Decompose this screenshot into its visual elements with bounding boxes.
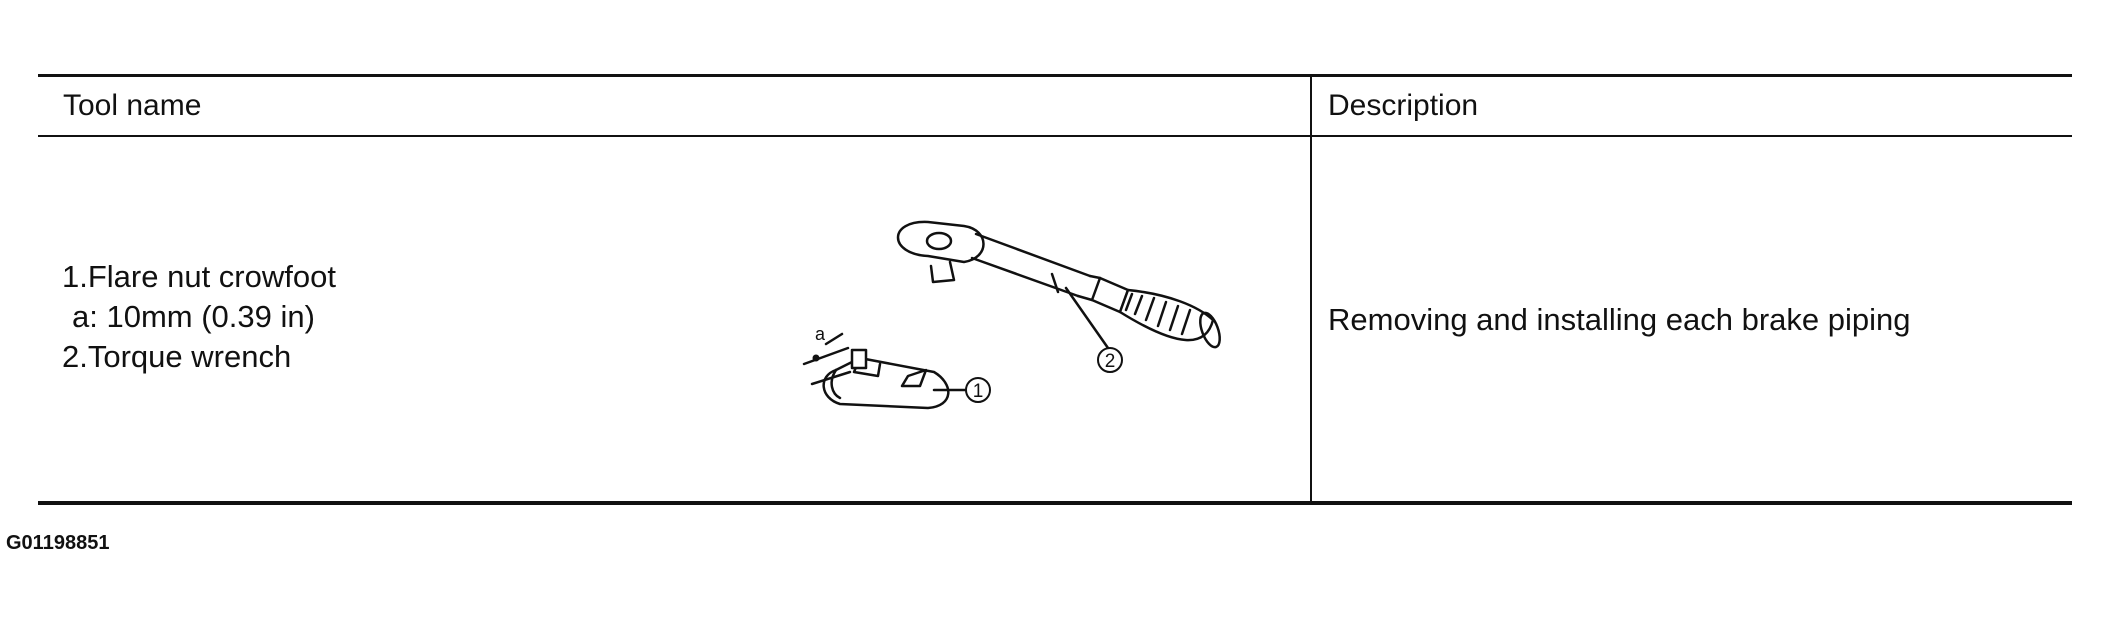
flare-nut-crowfoot-drawing	[802, 332, 968, 410]
tool-item-flare-nut-crowfoot: 1.Flare nut crowfoot	[62, 259, 336, 294]
tool-item-dimension-a: a: 10mm (0.39 in)	[72, 299, 315, 334]
callout-1-label: 1	[973, 381, 984, 402]
figure-code: G01198851	[6, 532, 110, 554]
dimension-a-label: a	[815, 324, 826, 344]
dimension-a-marker: a	[812, 324, 826, 362]
header-description: Description	[1328, 89, 1479, 122]
callout-1-marker: 1	[965, 377, 991, 403]
table-bottom-rule	[38, 501, 2072, 505]
header-tool-name: Tool name	[63, 89, 202, 122]
callout-2-label: 2	[1105, 351, 1116, 372]
table-column-divider	[1310, 76, 1312, 503]
tool-item-torque-wrench: 2.Torque wrench	[62, 339, 292, 374]
callout-2-marker: 2	[1097, 347, 1123, 373]
description-text: Removing and installing each brake pipin…	[1328, 302, 1911, 337]
tool-illustration: 2 a 1	[802, 220, 1221, 410]
table-top-rule	[38, 74, 2072, 77]
special-tool-table: Tool name Description 1.Flare nut crowfo…	[38, 74, 2072, 506]
table-header-rule	[38, 135, 2072, 137]
tool-name-list: 1.Flare nut crowfoot a: 10mm (0.39 in) 2…	[62, 257, 336, 377]
torque-wrench-drawing	[896, 220, 1221, 350]
